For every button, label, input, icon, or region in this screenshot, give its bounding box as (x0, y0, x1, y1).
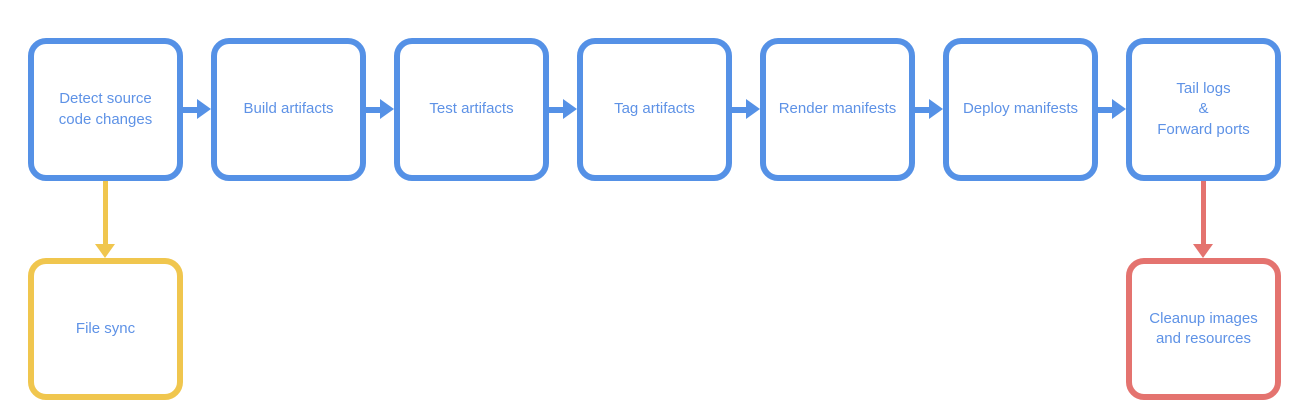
arrow-render-to-deploy (915, 99, 943, 120)
arrow-shaft (1098, 107, 1114, 113)
arrowhead-right-icon (197, 99, 211, 119)
arrow-detect-to-file-sync (95, 181, 116, 258)
node-label: Detect source code changes (58, 90, 153, 128)
arrow-shaft (366, 107, 382, 113)
node-label: Tag artifacts (614, 100, 695, 118)
arrow-tail-to-cleanup (1193, 181, 1214, 258)
node-detect-source-code-changes: Detect source code changes (28, 38, 183, 181)
node-file-sync: File sync (28, 258, 183, 400)
node-label: Test artifacts (429, 100, 514, 118)
arrow-shaft (915, 107, 931, 113)
node-tag-artifacts: Tag artifacts (577, 38, 732, 181)
node-label: Deploy manifests (962, 100, 1079, 118)
node-label: Build artifacts (243, 100, 334, 118)
arrowhead-right-icon (563, 99, 577, 119)
arrow-build-to-test (366, 99, 394, 120)
node-deploy-manifests: Deploy manifests (943, 38, 1098, 181)
node-label: Render manifests (778, 100, 897, 118)
arrow-shaft (183, 107, 199, 113)
arrow-shaft (1201, 181, 1206, 245)
node-cleanup-images-and-resources: Cleanup images and resources (1126, 258, 1281, 400)
arrow-shaft (103, 181, 108, 245)
arrow-shaft (732, 107, 748, 113)
arrowhead-right-icon (1112, 99, 1126, 119)
arrow-shaft (549, 107, 565, 113)
arrowhead-right-icon (380, 99, 394, 119)
node-build-artifacts: Build artifacts (211, 38, 366, 181)
node-tail-logs-forward-ports: Tail logs & Forward ports (1126, 38, 1281, 181)
arrow-detect-to-build (183, 99, 211, 120)
arrowhead-down-icon (1193, 244, 1213, 258)
node-label: Cleanup images and resources (1149, 309, 1258, 347)
node-test-artifacts: Test artifacts (394, 38, 549, 181)
arrowhead-down-icon (95, 244, 115, 258)
arrow-deploy-to-tail (1098, 99, 1126, 120)
arrow-test-to-tag (549, 99, 577, 120)
arrow-tag-to-render (732, 99, 760, 120)
node-label: File sync (75, 319, 136, 337)
node-render-manifests: Render manifests (760, 38, 915, 181)
arrowhead-right-icon (929, 99, 943, 119)
arrowhead-right-icon (746, 99, 760, 119)
node-label: Tail logs & Forward ports (1157, 80, 1250, 138)
